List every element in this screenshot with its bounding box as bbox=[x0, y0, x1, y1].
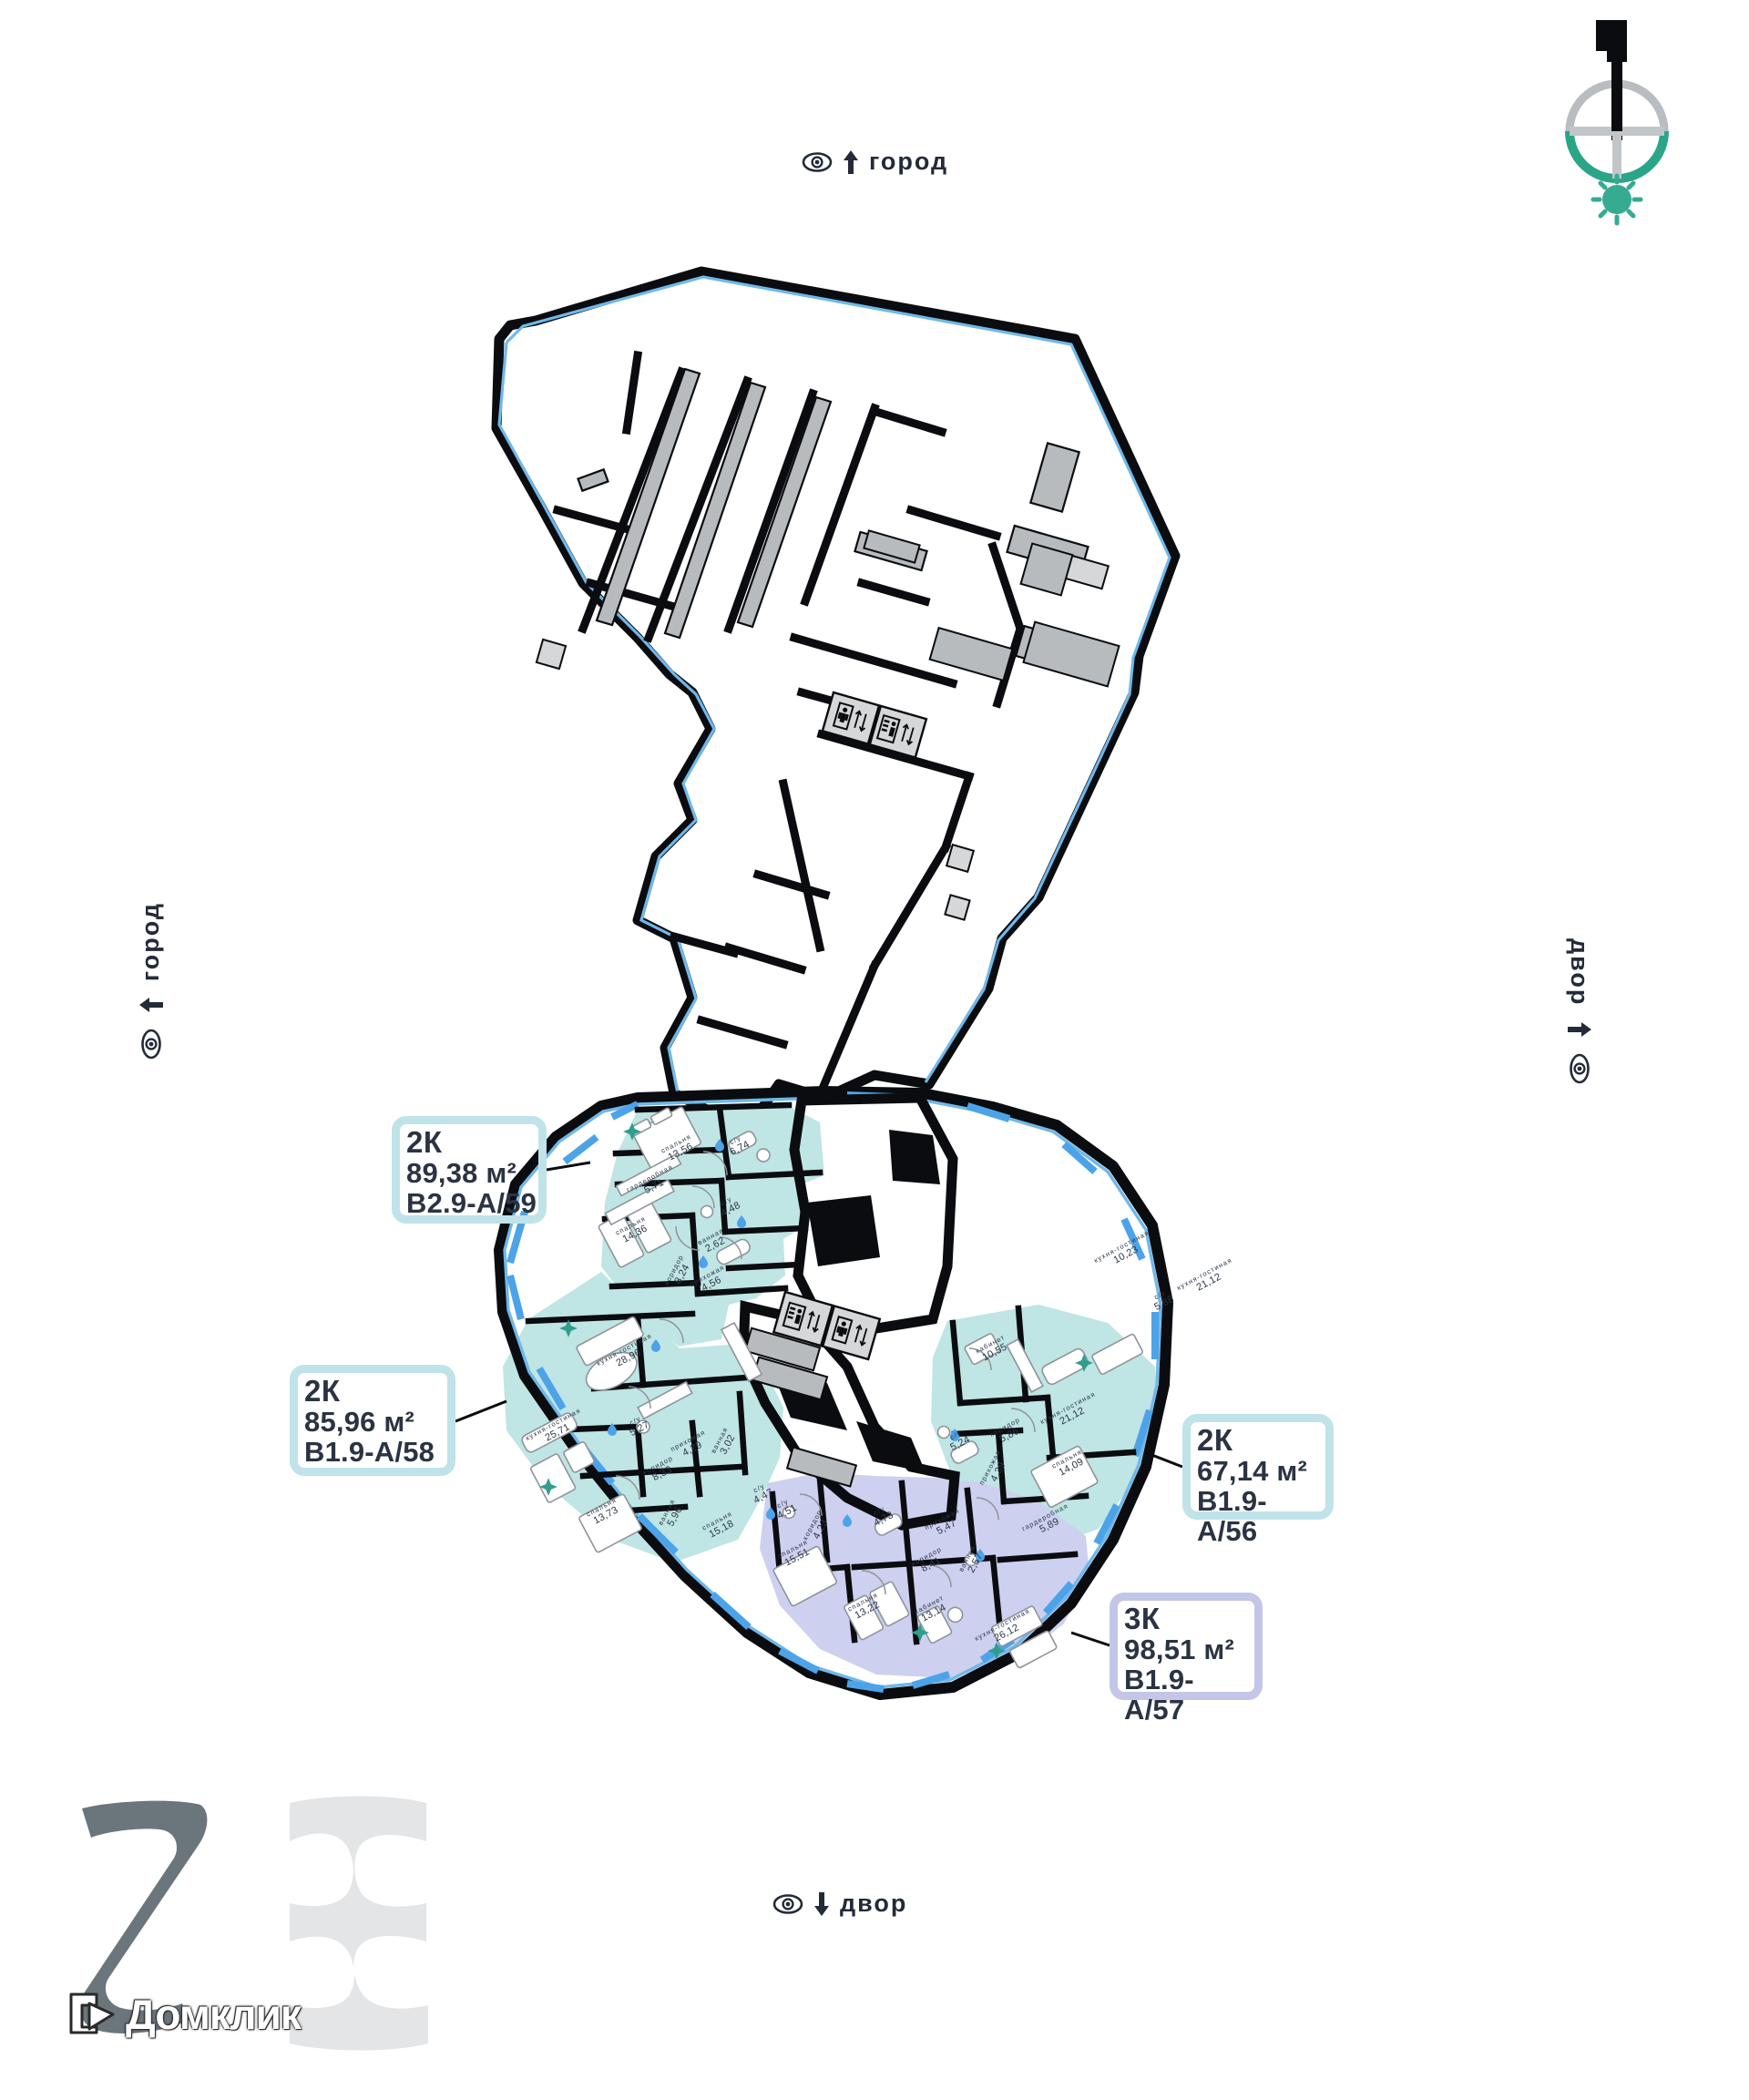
callout-code: В1.9-А/56 bbox=[1197, 1484, 1267, 1547]
orientation-bottom-label: двор bbox=[840, 1890, 908, 1917]
callout-code: В2.9-А/59 bbox=[406, 1186, 537, 1219]
callout-rooms: 3К bbox=[1124, 1602, 1161, 1635]
callout-rooms: 2К bbox=[1197, 1423, 1233, 1457]
callout-area: 98,51 м² bbox=[1124, 1633, 1235, 1665]
callout-leaders bbox=[455, 1161, 1183, 1647]
callout-code: В1.9-А/58 bbox=[304, 1435, 435, 1468]
callout-rooms: 2К bbox=[406, 1125, 443, 1159]
apartment-callout[interactable]: 3К 98,51 м² В1.9-А/57 bbox=[1110, 1593, 1263, 1725]
water-drop-markers bbox=[608, 1139, 985, 1562]
eye-icon bbox=[772, 1893, 803, 1915]
orientation-left-label: город bbox=[137, 902, 164, 982]
callout-frame bbox=[1182, 1414, 1334, 1520]
service-icon-upper bbox=[535, 554, 1110, 921]
brand-name: Домклик bbox=[126, 1990, 302, 2038]
arrow-down-icon bbox=[813, 1890, 831, 1918]
domclick-mark-icon bbox=[66, 1985, 118, 2043]
building-core bbox=[738, 1092, 960, 1531]
orientation-top: город bbox=[802, 148, 948, 176]
callout-code: В1.9-А/57 bbox=[1124, 1663, 1194, 1726]
plant-markers bbox=[539, 1122, 1093, 1660]
eye-icon bbox=[1569, 1053, 1590, 1084]
callout-area: 67,14 м² bbox=[1197, 1454, 1308, 1487]
furniture bbox=[521, 1106, 1143, 1669]
arrow-right-icon bbox=[1566, 1020, 1593, 1039]
orientation-right: двор bbox=[1565, 938, 1593, 1084]
arrow-up-icon bbox=[842, 149, 860, 176]
interior-walls-lower bbox=[525, 1101, 1137, 1645]
apartment-callout[interactable]: 2К 89,38 м² В2.9-А/59 bbox=[392, 1116, 547, 1224]
orientation-bottom: двор bbox=[772, 1890, 907, 1918]
elevator-bank-upper bbox=[821, 691, 928, 759]
elevator-bank-lower bbox=[772, 1290, 882, 1361]
compass-rose bbox=[1549, 13, 1703, 241]
orientation-left: город bbox=[137, 902, 165, 1060]
callout-area: 89,38 м² bbox=[406, 1156, 517, 1189]
apartment-callout[interactable]: 2К 85,96 м² В1.9-А/58 bbox=[290, 1365, 455, 1476]
callout-rooms: 2К bbox=[304, 1374, 341, 1408]
callout-frame bbox=[392, 1116, 547, 1224]
brand-watermark: Домклик bbox=[55, 1781, 437, 2095]
brand-lockup: Домклик bbox=[66, 1985, 302, 2043]
orientation-top-label: город bbox=[869, 148, 949, 175]
facade-trace bbox=[503, 1096, 1162, 1689]
door-swings bbox=[615, 1151, 1036, 1595]
eye-icon bbox=[802, 151, 833, 173]
arrow-left-icon bbox=[138, 996, 165, 1014]
apartment-callout[interactable]: 2К 67,14 м² В1.9-А/56 bbox=[1182, 1414, 1334, 1546]
upper-block bbox=[491, 266, 1181, 1135]
lower-block-walls bbox=[494, 1086, 1173, 1700]
callout-frame bbox=[1110, 1593, 1263, 1700]
callout-area: 85,96 м² bbox=[304, 1405, 415, 1438]
orientation-right-label: двор bbox=[1566, 938, 1593, 1007]
eye-icon bbox=[140, 1029, 162, 1060]
callout-frame bbox=[290, 1365, 455, 1476]
